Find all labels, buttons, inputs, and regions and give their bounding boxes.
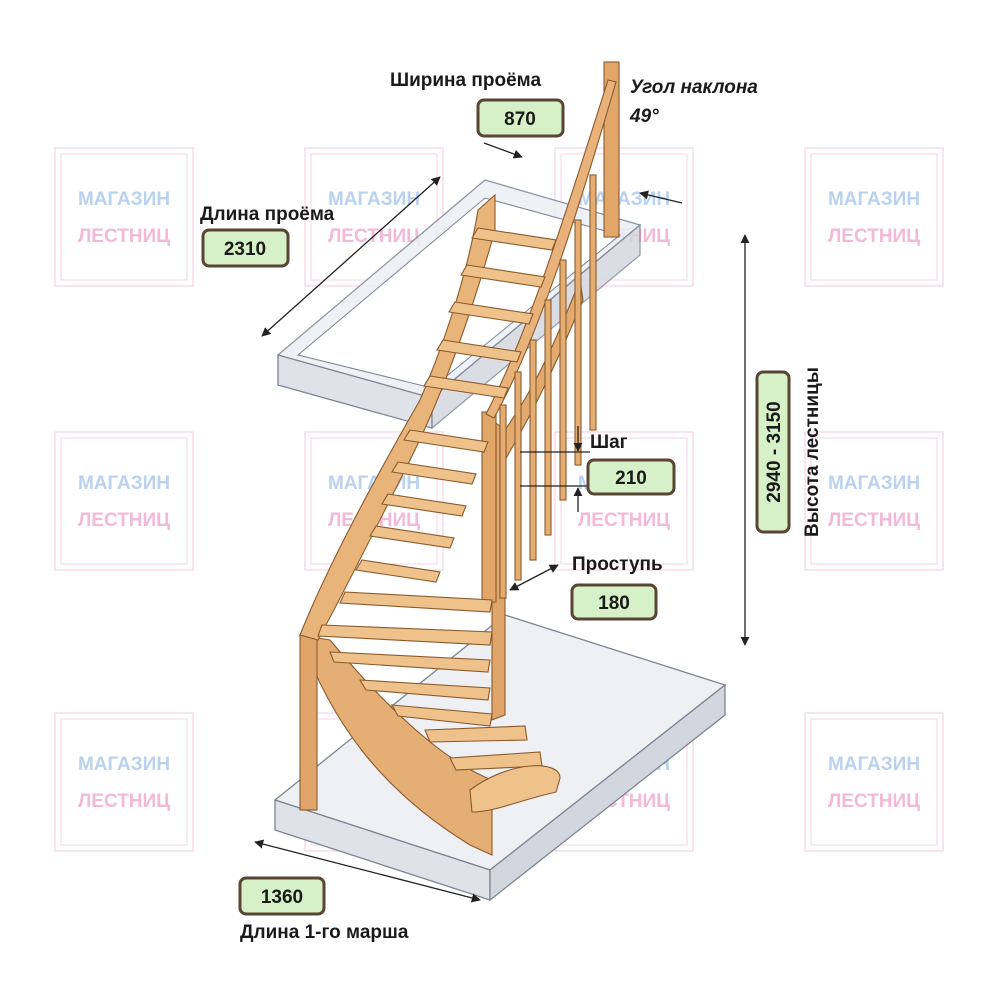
height-label: Высота лестницы [802,367,823,537]
step-rise-value: 210 [615,468,647,489]
watermark-line2: ЛЕСТНИЦ [578,510,670,531]
slope-angle-value: 49° [629,106,659,127]
tread-label: Проступь [572,554,663,575]
label-first-flight: 1360 Длина 1-го марша [238,876,409,943]
baluster [559,259,567,501]
label-opening-width: Ширина проёма 870 [390,70,565,138]
opening-width-arrow [483,142,523,159]
slope-angle-label: Угол наклона [630,77,758,98]
watermark-line1: МАГАЗИН [78,473,170,494]
stair-tread [403,429,489,453]
baluster [574,219,582,466]
watermark-line1: МАГАЗИН [78,754,170,775]
tread-value: 180 [598,593,630,614]
opening-length-value: 2310 [224,239,266,260]
baluster [589,174,597,431]
baluster [514,371,522,581]
label-step-rise: Шаг 210 [586,432,676,496]
label-opening-length: Длина проёма 2310 [200,204,335,268]
opening-width-arrow-2 [639,190,683,204]
height-value: 2940 - 3150 [764,401,785,502]
opening-width-value: 870 [504,109,536,130]
watermark-line1: МАГАЗИН [828,473,920,494]
dimension-lines [254,142,750,903]
step-rise-label: Шаг [590,432,628,453]
winder-tread [339,591,493,613]
opening-length-arrow [261,176,441,337]
stair-tread [381,493,467,517]
watermark-tile: МАГАЗИН ЛЕСТНИЦ [54,431,194,571]
first-flight-arrow [254,839,481,903]
first-flight-value: 1360 [261,887,303,908]
baluster [544,299,552,536]
opening-width-label: Ширина проёма [390,70,541,91]
first-flight-badge [238,876,326,916]
stair-tread [471,227,557,251]
watermark-tile: МАГАЗИН ЛЕСТНИЦ [54,147,194,287]
winder-tread [329,651,491,673]
baluster [529,339,537,561]
label-height: 2940 - 3150 Высота лестницы [755,367,823,537]
watermark-line2: ЛЕСТНИЦ [78,226,170,247]
stair-tread [460,264,546,288]
step-rise-badge [586,458,676,496]
stair-tread [391,461,477,485]
tread-arrow [509,564,559,591]
first-flight-label: Длина 1-го марша [240,922,409,943]
opening-width-badge [476,98,565,138]
watermark-line2: ЛЕСТНИЦ [78,791,170,812]
staircase [299,61,620,856]
winder-tread [358,679,491,701]
baluster [499,404,507,599]
watermark-line2: ЛЕСТНИЦ [78,510,170,531]
winder-tread [391,704,493,727]
watermark-tile: МАГАЗИН ЛЕСТНИЦ [804,431,944,571]
watermark-line2: ЛЕСТНИЦ [828,791,920,812]
watermark-line2: ЛЕСТНИЦ [828,510,920,531]
stair-tread [448,301,534,325]
tread-badge [570,583,658,621]
height-badge [755,370,791,534]
watermark-tile: МАГАЗИН ЛЕСТНИЦ [804,712,944,852]
watermark-line1: МАГАЗИН [78,189,170,210]
stair-tread [423,375,509,399]
stair-tread [369,525,455,549]
stair-tread [355,559,441,583]
winder-tread [317,624,493,646]
opening-length-badge [201,228,290,268]
label-tread: Проступь 180 [570,554,663,621]
watermark-tile: МАГАЗИН ЛЕСТНИЦ [54,712,194,852]
label-slope-angle: Угол наклона 49° [629,77,758,127]
stair-tread [436,339,522,363]
watermark-line1: МАГАЗИН [828,754,920,775]
watermark-line1: МАГАЗИН [828,189,920,210]
opening-length-label: Длина проёма [200,204,335,225]
watermark-tile: МАГАЗИН ЛЕСТНИЦ [804,147,944,287]
winder-tread [424,725,528,743]
watermark-line2: ЛЕСТНИЦ [828,226,920,247]
